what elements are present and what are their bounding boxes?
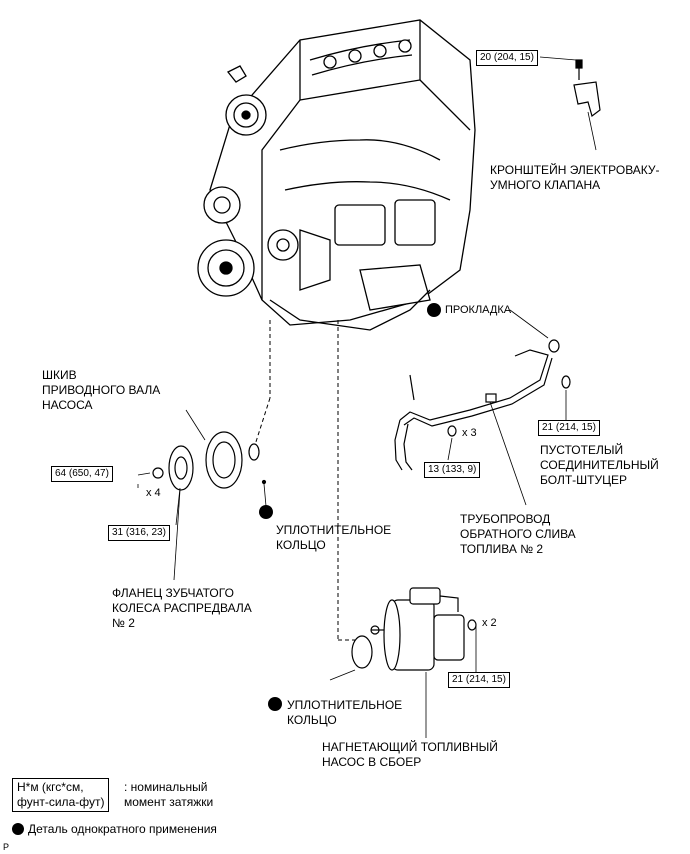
legend-one-time: Деталь однократного применения: [12, 822, 217, 837]
vacuum-valve-bracket: [539, 56, 601, 151]
alignment-lines: [253, 320, 355, 641]
torque-flange-bolt: 31 (316, 23): [108, 525, 170, 541]
one-time-dot-icon: [12, 823, 24, 835]
engine-block: [197, 19, 476, 331]
torque-bracket-bolt: 20 (204, 15): [476, 50, 538, 66]
mult-pipe-bolt: x 3: [462, 427, 477, 439]
o-ring-marker-1: [259, 505, 273, 519]
label-gasket: ПРОКЛАДКА: [445, 304, 512, 316]
mult-flange-bolt: x 4: [146, 487, 161, 499]
fuel-return-pipe: [394, 309, 571, 506]
mult-pump-nut: x 2: [482, 617, 497, 629]
o-ring-marker-2: [268, 697, 282, 711]
torque-pump-nut: 21 (214, 15): [448, 672, 510, 688]
pump-drive-pulley: [137, 409, 267, 581]
gasket-marker: [427, 303, 441, 317]
corner-mark: P: [3, 842, 10, 852]
fuel-supply-pump: [329, 587, 477, 738]
label-bracket: КРОНШТЕЙН ЭЛЕКТРОВАКУ-УМНОГО КЛАПАНА: [490, 163, 660, 192]
torque-pipe-bolt: 13 (133, 9): [424, 462, 481, 478]
torque-union-bolt: 21 (214, 15): [538, 420, 600, 436]
legend-torque-box: Н*м (кгс*см,фунт-сила-фут): [12, 778, 110, 812]
torque-pulley-nut: 64 (650, 47): [51, 466, 113, 482]
